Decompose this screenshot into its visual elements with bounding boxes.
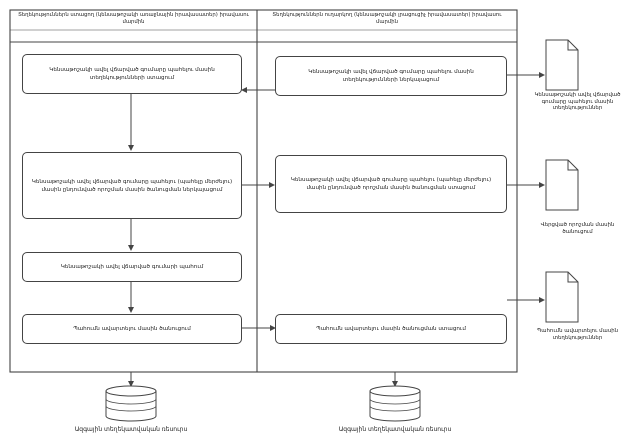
database-icon-right [369,385,421,422]
process-box-receive-notification: Կենսաթոշակի ավել վճարված գումարը պահելու… [275,155,507,213]
document-icon-1 [545,39,579,91]
document-label-1: Կենսաթոշակի ավել վճարված գումարը պահելու… [534,92,621,112]
document-label-3: Պահումն ավարտելու մասին տեղեկություններ [536,328,619,341]
process-box-submit-notification: Կենսաթոշակի ավել վճարված գումարը պահելու… [22,152,242,219]
process-box-receive-info: Կենսաթոշակի ավել վճարված գումարը պահելու… [22,54,242,94]
database-label-right: Ազգային տեղեկատվական ռեսուրս [338,426,452,433]
process-box-submit-info: Կենսաթոշակի ավել վճարված գումարը պահելու… [275,56,507,96]
database-label-left: Ազգային տեղեկատվական ռեսուրս [74,426,188,433]
swimlane-frame [9,9,518,373]
process-box-receive-end-notification: Պահումն ավարտելու մասին ծանուցման ստացու… [275,314,507,344]
process-box-withhold: Կենսաթոշակի ավել վճարված գումարի պահում [22,252,242,282]
document-icon-2 [545,159,579,211]
database-icon-left [105,385,157,422]
document-label-2: Վերցված որոշման մասին ծանուցում [540,222,615,235]
right-lane-header: Տեղեկություններն ուղարկող (կենսաթոշակի լ… [272,12,502,25]
left-lane-header: Տեղեկություններն ստացող (կենսաթոշակի առա… [18,12,249,25]
process-box-end-notification: Պահումն ավարտելու մասին ծանուցում [22,314,242,344]
document-icon-3 [545,271,579,323]
